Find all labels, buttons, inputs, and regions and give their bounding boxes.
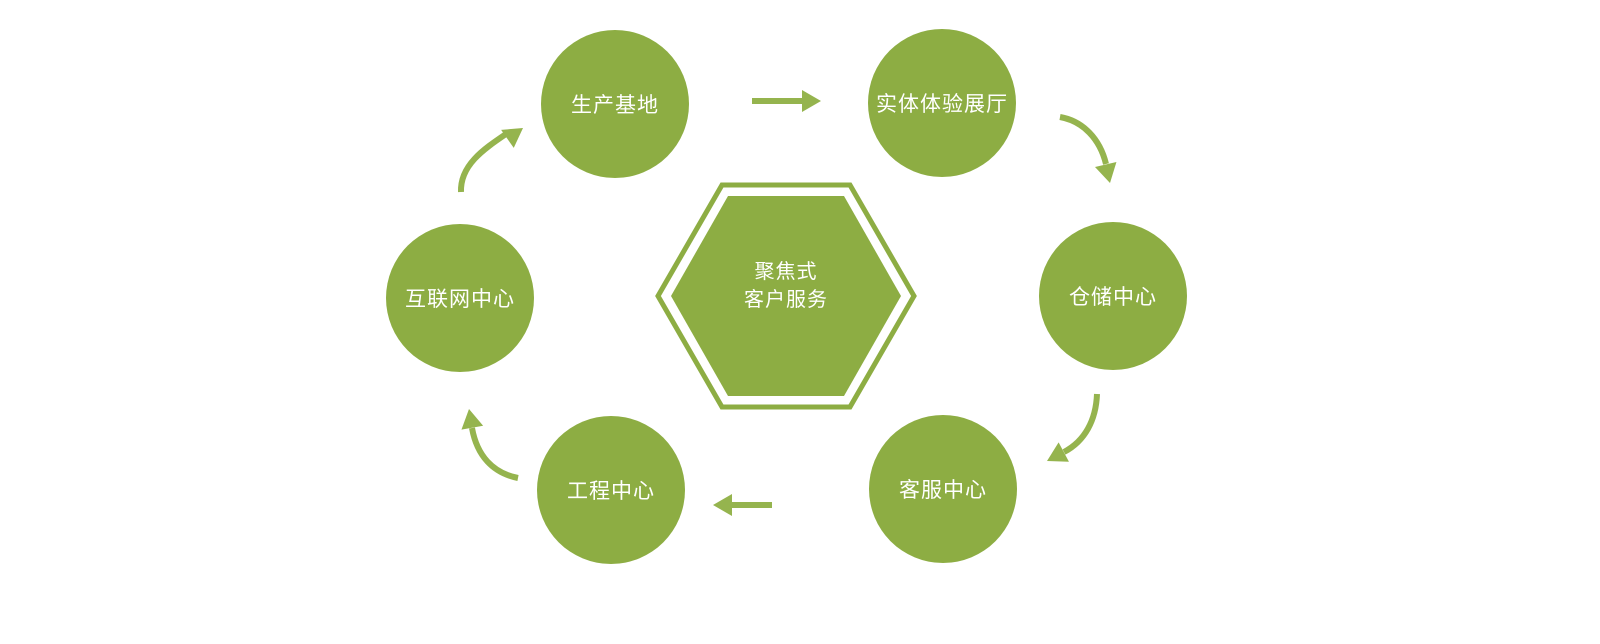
node-engineering-center: 工程中心 — [537, 416, 685, 564]
arrowhead-icon — [501, 128, 523, 148]
hexagon-core-shape — [655, 182, 917, 410]
hexagon-fill — [671, 196, 901, 396]
node-label: 互联网中心 — [405, 288, 515, 311]
hexagon-label-line1: 聚焦式 — [754, 261, 818, 283]
arrow-curve — [457, 131, 508, 193]
node-experience-showroom: 实体体验展厅 — [868, 29, 1016, 177]
node-internet-center: 互联网中心 — [386, 224, 534, 372]
hexagon-label-line2: 客户服务 — [744, 289, 828, 311]
arrow-warehouse-to-customer-icon — [1047, 393, 1100, 462]
arrow-engineering-to-internet-icon — [461, 409, 519, 481]
node-warehouse-center: 仓储中心 — [1039, 222, 1187, 370]
arrow-showroom-to-warehouse-icon — [1059, 114, 1117, 183]
node-customer-service-center: 客服中心 — [869, 415, 1017, 563]
arrow-internet-to-production-icon — [457, 128, 523, 193]
node-label: 工程中心 — [567, 480, 655, 503]
arrowhead-icon — [1047, 442, 1069, 462]
arrowhead-icon — [713, 494, 732, 516]
arrow-customer-to-engineering-icon — [713, 494, 772, 516]
hexagon-label: 聚焦式 客户服务 — [661, 258, 911, 314]
node-label: 仓储中心 — [1069, 286, 1157, 309]
node-label: 实体体验展厅 — [876, 93, 1008, 116]
arrowhead-icon — [1095, 162, 1117, 183]
hexagon-outline — [655, 182, 917, 410]
arrow-curve — [469, 427, 519, 481]
arrow-production-to-showroom-icon — [752, 90, 821, 112]
node-production-base: 生产基地 — [541, 30, 689, 178]
arrowhead-icon — [461, 409, 484, 430]
node-label: 生产基地 — [571, 94, 659, 117]
arrowhead-icon — [802, 90, 821, 112]
node-label: 客服中心 — [899, 479, 987, 502]
arrow-curve — [1059, 114, 1109, 165]
arrow-curve — [1062, 393, 1100, 455]
